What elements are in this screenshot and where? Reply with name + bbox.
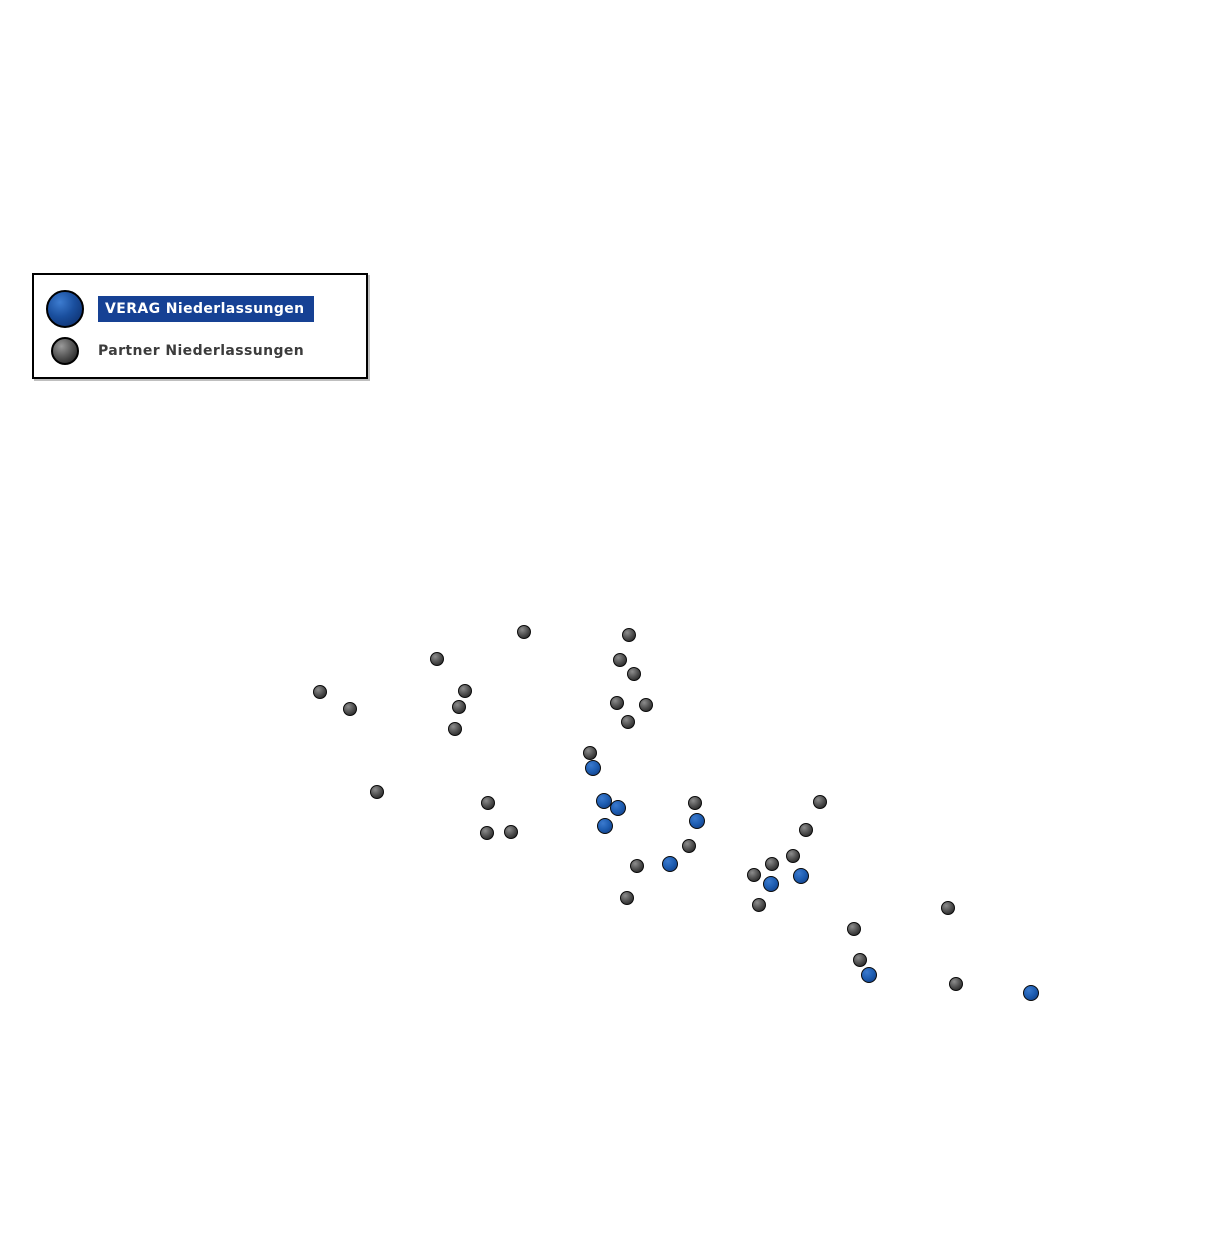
map-marker-verag[interactable] [793,868,809,884]
map-marker-partner[interactable] [480,826,494,840]
legend-label-verag: VERAG Niederlassungen [98,296,314,322]
map-marker-partner[interactable] [847,922,861,936]
map-marker-partner[interactable] [786,849,800,863]
map-marker-partner[interactable] [610,696,624,710]
map-marker-partner[interactable] [949,977,963,991]
map-marker-partner[interactable] [682,839,696,853]
map-marker-verag[interactable] [861,967,877,983]
legend-row-partner: Partner Niederlassungen [34,335,304,367]
legend-label-partner: Partner Niederlassungen [98,343,305,359]
map-marker-partner[interactable] [613,653,627,667]
map-marker-partner[interactable] [370,785,384,799]
map-marker-verag[interactable] [763,876,779,892]
map-marker-partner[interactable] [941,901,955,915]
map-marker-verag[interactable] [585,760,601,776]
map-marker-partner[interactable] [313,685,327,699]
map-marker-partner[interactable] [517,625,531,639]
map-marker-verag[interactable] [597,818,613,834]
map-marker-verag[interactable] [596,793,612,809]
map-marker-verag[interactable] [610,800,626,816]
map-marker-verag[interactable] [689,813,705,829]
legend-row-verag: VERAG Niederlassungen [34,289,314,329]
map-marker-partner[interactable] [765,857,779,871]
map-marker-partner[interactable] [583,746,597,760]
map-marker-partner[interactable] [504,825,518,839]
verag-marker-icon [46,290,84,328]
map-marker-partner[interactable] [639,698,653,712]
map-legend: VERAG Niederlassungen Partner Niederlass… [32,273,368,379]
map-marker-partner[interactable] [627,667,641,681]
map-marker-partner[interactable] [799,823,813,837]
map-marker-partner[interactable] [458,684,472,698]
map-marker-partner[interactable] [813,795,827,809]
partner-marker-icon [51,337,79,365]
map-marker-partner[interactable] [688,796,702,810]
map-marker-partner[interactable] [448,722,462,736]
map-marker-partner[interactable] [747,868,761,882]
map-marker-partner[interactable] [622,628,636,642]
map-marker-partner[interactable] [430,652,444,666]
map-marker-partner[interactable] [481,796,495,810]
map-marker-partner[interactable] [853,953,867,967]
map-marker-verag[interactable] [662,856,678,872]
map-marker-partner[interactable] [452,700,466,714]
map-marker-partner[interactable] [752,898,766,912]
map-marker-partner[interactable] [620,891,634,905]
map-marker-partner[interactable] [621,715,635,729]
map-marker-partner[interactable] [630,859,644,873]
map-marker-partner[interactable] [343,702,357,716]
map-marker-verag[interactable] [1023,985,1039,1001]
